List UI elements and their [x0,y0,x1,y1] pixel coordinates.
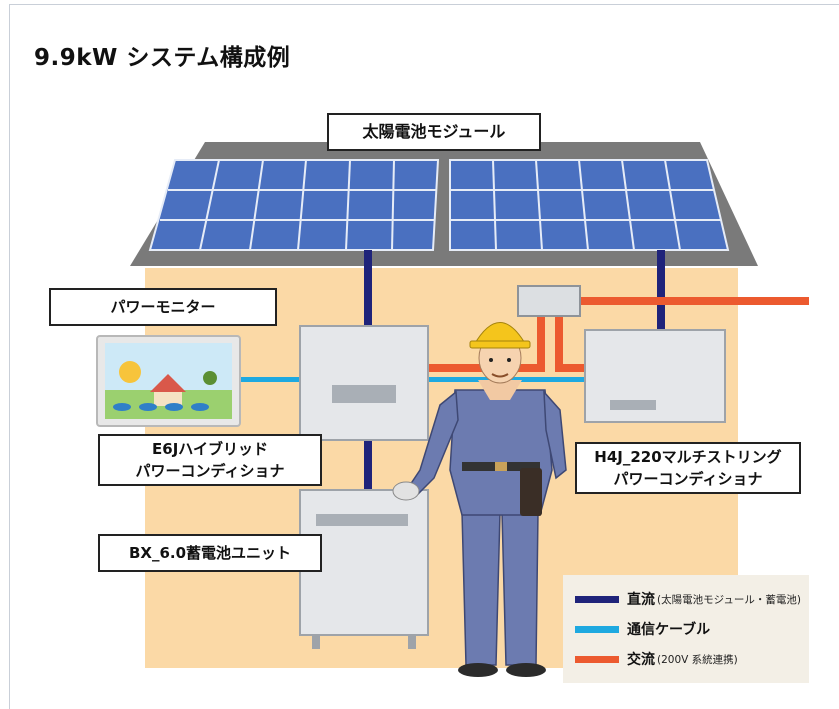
legend-swatch-ac [575,655,619,663]
legend: 直流 (太陽電池モジュール・蓄電池) 通信ケーブル 交流 (200V 系統連携) [563,575,809,683]
legend-swatch-comm [575,625,619,633]
label-power-monitor: パワーモニター [49,288,277,326]
legend-item-comm: 通信ケーブル [575,619,710,639]
label-multi-pcs-line1: H4J_220マルチストリング [594,448,782,466]
multi-pcs-unit [584,329,726,423]
legend-item-ac: 交流 (200V 系統連携) [575,649,738,669]
page-title: 9.9kW システム構成例 [34,45,291,71]
legend-label-ac: 交流 [627,652,655,668]
label-solar-module: 太陽電池モジュール [327,113,541,151]
power-monitor-device [96,335,241,427]
legend-sub-ac: (200V 系統連携) [657,653,738,666]
label-hybrid-pcs-line2: パワーコンディショナ [135,462,285,480]
label-hybrid-pcs: E6Jハイブリッド パワーコンディショナ [98,434,322,486]
ac-line-left-down [537,314,545,368]
ac-line-grid [580,297,809,305]
comm-line-monitor [240,377,300,382]
ac-line-to-multi [555,364,585,372]
worker-illustration [392,322,567,677]
label-multi-pcs-line2: パワーコンディショナ [613,470,763,488]
label-hybrid-pcs-line1: E6Jハイブリッド [152,440,268,458]
junction-box [517,285,581,317]
legend-label-dc: 直流 [627,592,655,608]
legend-swatch-dc [575,595,619,603]
dc-line-battery [364,440,372,490]
solar-array-left [148,159,440,251]
label-multi-pcs: H4J_220マルチストリング パワーコンディショナ [575,442,801,494]
label-battery-unit: BX_6.0蓄電池ユニット [98,534,322,572]
dc-line-right [657,250,665,332]
ac-line-right-down [555,314,563,368]
legend-item-dc: 直流 (太陽電池モジュール・蓄電池) [575,589,801,609]
hybrid-pcs-unit [299,325,429,441]
dc-line-left [364,250,372,330]
legend-sub-dc: (太陽電池モジュール・蓄電池) [657,593,801,606]
solar-array-right [449,159,730,251]
legend-label-comm: 通信ケーブル [627,622,711,638]
